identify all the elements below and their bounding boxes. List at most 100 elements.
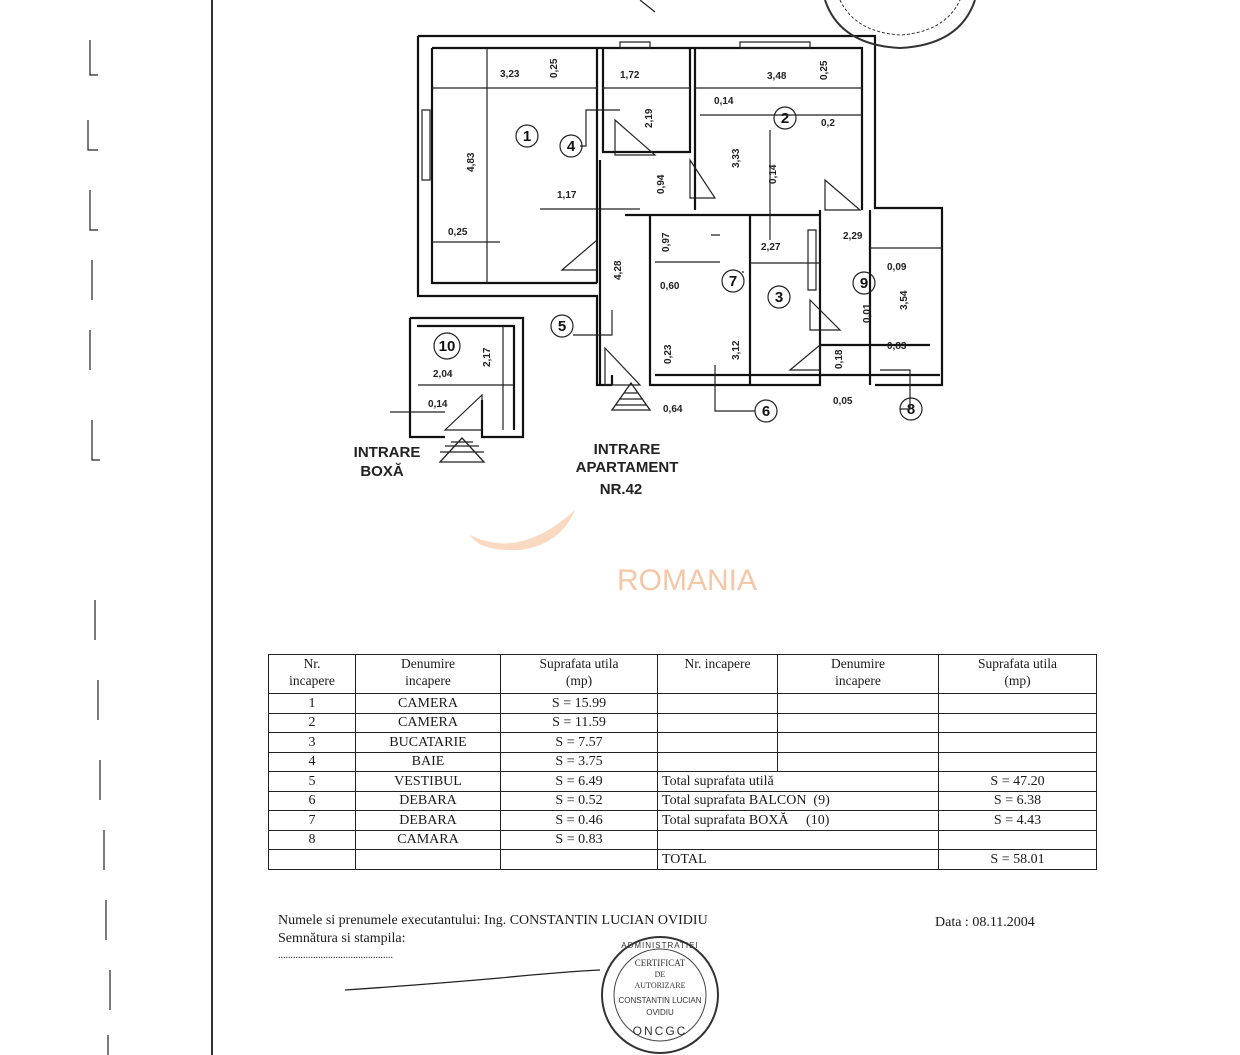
svg-text:4: 4 [567, 138, 576, 155]
signature-label: Semnătura si stampila: [278, 931, 406, 946]
svg-text:0,94: 0,94 [656, 174, 667, 194]
svg-text:4,28: 4,28 [613, 260, 624, 280]
room-number-6: 6 [754, 399, 778, 423]
svg-text:0,18: 0,18 [834, 349, 845, 369]
svg-text:3,33: 3,33 [731, 148, 742, 168]
svg-text:CERTIFICAT: CERTIFICAT [635, 958, 686, 968]
svg-text:1: 1 [523, 128, 531, 145]
executant-name: Numele si prenumele executantului: Ing. … [278, 913, 708, 928]
dimension-labels: 3,23 0,25 1,72 2,19 3,48 0,25 0,14 0,2 3… [428, 58, 910, 415]
svg-text:DE: DE [655, 970, 666, 979]
svg-text:OVIDIU: OVIDIU [646, 1008, 674, 1017]
svg-text:2: 2 [781, 110, 789, 127]
header-area-2: Suprafata utila(mp) [938, 654, 1097, 694]
svg-text:0,14: 0,14 [714, 96, 734, 107]
svg-text:1,72: 1,72 [620, 70, 640, 81]
room-number-7: 7 [721, 269, 745, 293]
svg-text:0,05: 0,05 [833, 396, 853, 407]
svg-text:INTRARE: INTRARE [594, 441, 661, 458]
grand-total-label: TOTAL [657, 849, 939, 870]
svg-text:ROMANIA: ROMANIA [617, 564, 757, 597]
total-storage-label: Total suprafata BOXĂ (10) [657, 810, 939, 831]
total-storage-value: S = 4.43 [938, 810, 1097, 831]
svg-text:0,25: 0,25 [549, 58, 560, 78]
entrance-arrow-icons [438, 381, 652, 463]
room-number-2: 2 [773, 106, 797, 130]
svg-text:2,29: 2,29 [843, 231, 863, 242]
svg-text:0,14: 0,14 [428, 399, 448, 410]
margin-marks [87, 40, 111, 1055]
svg-text:4,83: 4,83 [466, 152, 477, 172]
grand-total-value: S = 58.01 [938, 849, 1097, 870]
room-number-4: 4 [559, 134, 583, 158]
svg-text:3,48: 3,48 [767, 71, 787, 82]
svg-text:2,27: 2,27 [761, 242, 781, 253]
svg-text:9: 9 [860, 275, 868, 292]
svg-text:0,25: 0,25 [819, 60, 830, 80]
entrance-storage-label: INTRARE BOXĂ [354, 444, 421, 480]
watermark: ROMANIA [470, 510, 757, 597]
svg-text:ADMINISTRATIEI: ADMINISTRATIEI [621, 941, 698, 950]
header-area: Suprafata utila(mp) [500, 654, 658, 694]
svg-text:5: 5 [558, 318, 566, 335]
svg-text:3,12: 3,12 [731, 340, 742, 360]
page-margin-line [211, 0, 213, 1055]
svg-text:AUTORIZARE: AUTORIZARE [635, 981, 686, 990]
svg-text:0,09: 0,09 [887, 262, 907, 273]
svg-text:0,14: 0,14 [768, 164, 779, 184]
svg-text:3,23: 3,23 [500, 69, 520, 80]
apartment-walls [416, 34, 944, 387]
svg-text:0,60: 0,60 [660, 281, 680, 292]
room-number-10: 10 [433, 332, 461, 360]
room-number-1: 1 [515, 124, 539, 148]
svg-text:INTRARE: INTRARE [354, 444, 421, 461]
door-swings [443, 118, 862, 431]
svg-text:7: 7 [729, 273, 737, 290]
svg-text:0,83: 0,83 [887, 341, 907, 352]
svg-text:2,19: 2,19 [644, 108, 655, 128]
svg-text:0,25: 0,25 [448, 227, 468, 238]
svg-text:NR.42: NR.42 [600, 481, 643, 498]
total-balcony-value: S = 6.38 [938, 790, 1097, 811]
top-stamp [639, 0, 976, 50]
svg-text:3: 3 [775, 289, 783, 306]
entrance-apartment-label: INTRARE APARTAMENT NR.42 [576, 441, 679, 498]
svg-text:0,01: 0,01 [862, 303, 873, 323]
total-useful-label: Total suprafata utilă [657, 771, 939, 792]
svg-text:BOXĂ: BOXĂ [360, 463, 404, 480]
svg-text:2,17: 2,17 [482, 347, 493, 367]
total-balcony-label: Total suprafata BALCON (9) [657, 790, 939, 811]
room-number-markers: 1 4 2 7 3 9 5 6 8 10 [433, 106, 923, 423]
room-number-9: 9 [852, 271, 876, 295]
svg-text:8: 8 [907, 401, 915, 418]
total-useful-value: S = 47.20 [938, 771, 1097, 792]
svg-text:0,64: 0,64 [663, 404, 683, 415]
authorization-stamp: ADMINISTRATIEI CERTIFICAT DE AUTORIZARE … [344, 936, 719, 1054]
svg-text:APARTAMENT: APARTAMENT [576, 459, 679, 476]
document-date: Data : 08.11.2004 [935, 915, 1035, 930]
svg-text:0,23: 0,23 [663, 344, 674, 364]
svg-text:0,2: 0,2 [821, 118, 835, 129]
room-number-5: 5 [550, 314, 574, 338]
svg-text:3,54: 3,54 [899, 290, 910, 310]
header-nr: Nr.incapere [268, 654, 356, 694]
svg-text:CONSTANTIN LUCIAN: CONSTANTIN LUCIAN [619, 996, 702, 1005]
svg-text:2,04: 2,04 [433, 369, 453, 380]
svg-text:6: 6 [762, 403, 770, 420]
svg-text:10: 10 [439, 338, 456, 355]
